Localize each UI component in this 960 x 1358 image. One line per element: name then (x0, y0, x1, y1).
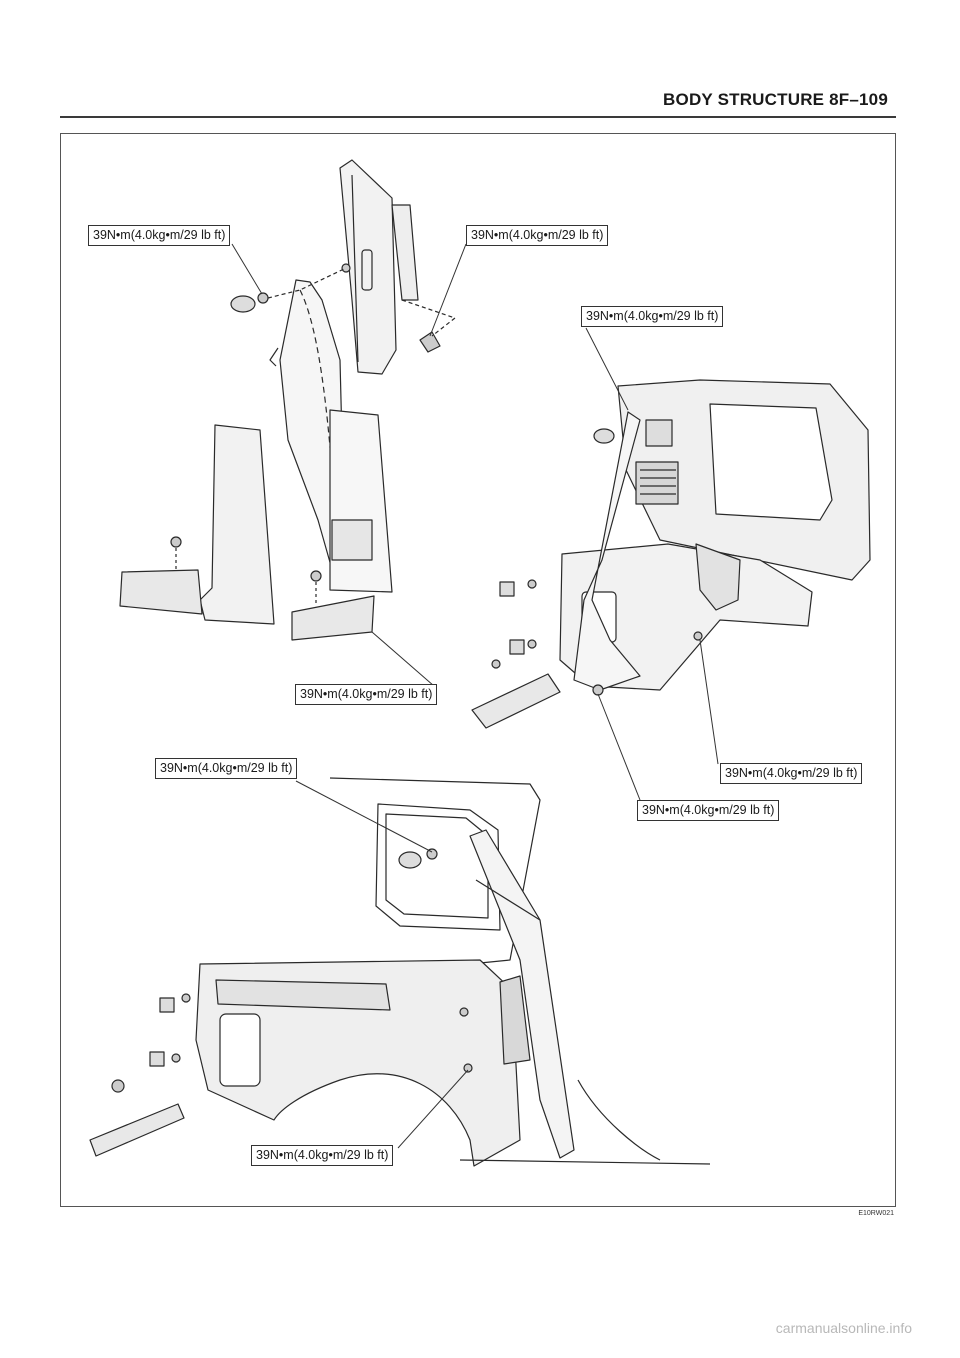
torque-callout: 39N•m(4.0kg•m/29 lb ft) (720, 763, 863, 784)
torque-callout: 39N•m(4.0kg•m/29 lb ft) (637, 800, 780, 821)
rear-quarter-trim-drawing (471, 379, 871, 729)
center-pillar-trim-drawing (119, 159, 456, 641)
torque-callout: 39N•m(4.0kg•m/29 lb ft) (466, 225, 609, 246)
torque-callout: 39N•m(4.0kg•m/29 lb ft) (251, 1145, 394, 1166)
figure-code: E10RW021 (858, 1210, 894, 1217)
leader-lines (231, 243, 719, 1149)
figure-frame (60, 133, 896, 1207)
torque-callout: 39N•m(4.0kg•m/29 lb ft) (155, 758, 298, 779)
rear-body-side-drawing (89, 777, 711, 1167)
watermark: carmanualsonline.info (775, 1320, 912, 1336)
torque-callout: 39N•m(4.0kg•m/29 lb ft) (88, 225, 231, 246)
torque-callout: 39N•m(4.0kg•m/29 lb ft) (581, 306, 724, 327)
page-header: BODY STRUCTURE 8F–109 (60, 86, 896, 118)
torque-callout: 39N•m(4.0kg•m/29 lb ft) (295, 684, 438, 705)
section-title: BODY STRUCTURE 8F–109 (663, 90, 888, 109)
